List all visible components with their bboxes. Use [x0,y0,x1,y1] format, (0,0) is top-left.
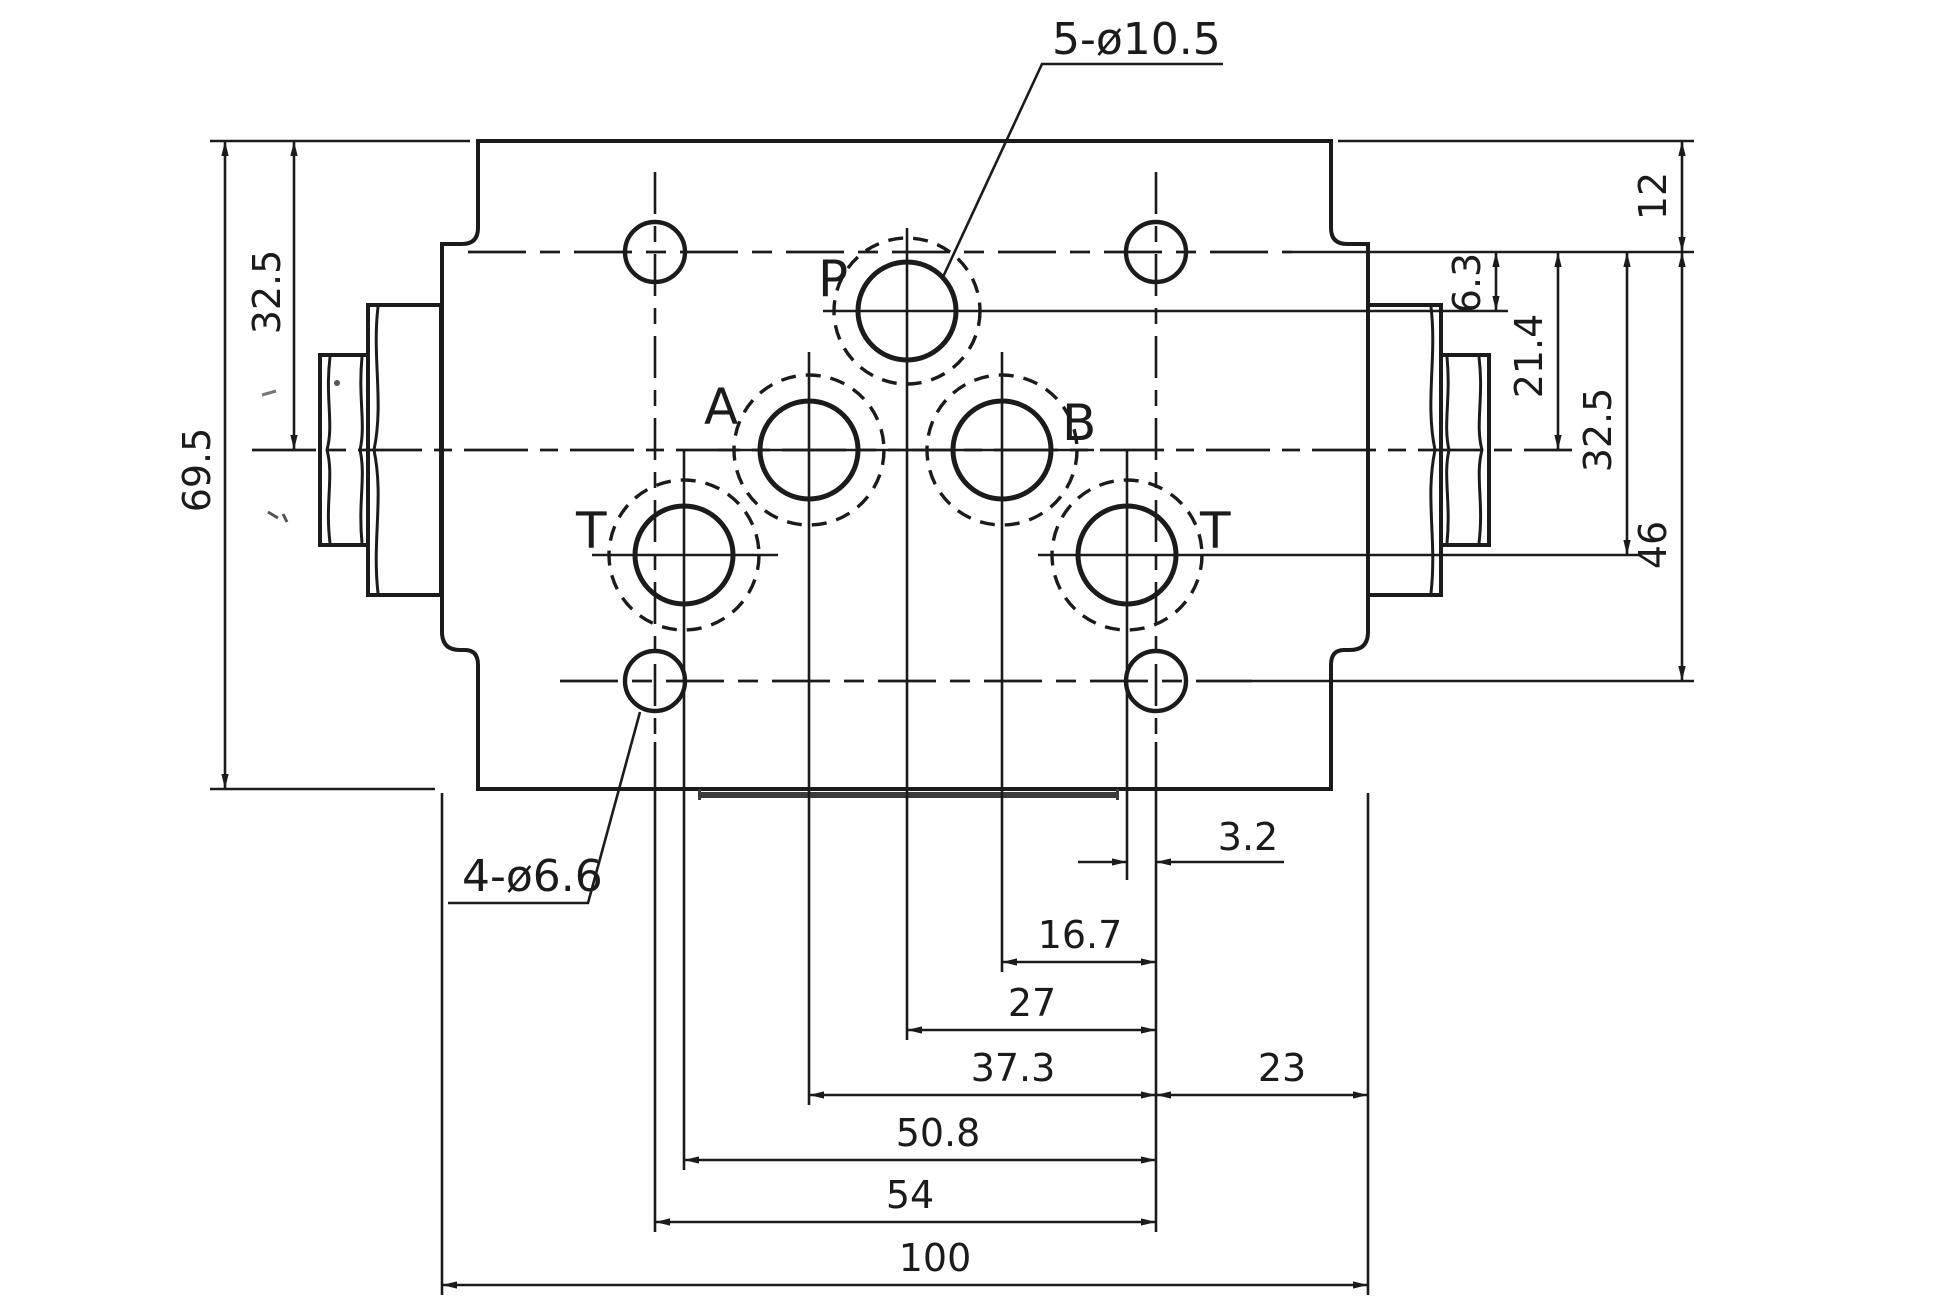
facet-line [325,356,332,544]
dim-text: 46 [1631,521,1675,569]
leader-line [941,62,1223,278]
dim-69-5: 69.5 [175,141,229,789]
port-t-right-label: T [1199,502,1231,560]
dim-23: 23 [1156,1046,1368,1099]
port-t-right-bore [1075,503,1179,607]
dim-16-7: 16.7 [1002,913,1156,966]
dim-text: 69.5 [175,428,219,513]
centerlines [252,172,1694,1170]
leader-line [448,711,642,905]
note-port-diameter: 5-ø10.5 [941,14,1223,278]
port-a-bore [757,398,861,502]
bolt-hole-top-right [1123,219,1189,285]
bolt-hole-bottom-left [622,648,688,714]
dim-text: 32.5 [1576,388,1620,473]
dim-text: 21.4 [1507,314,1551,399]
port-p-bore [855,259,959,363]
port-b-label: B [1062,394,1096,452]
scan-artifacts [261,380,340,523]
port-t-left-label: T [575,502,607,560]
port-b-bore [950,398,1054,502]
port-p-counterbore [832,236,982,386]
port-t-right-counterbore [1050,478,1204,632]
dim-text: 32.5 [245,250,289,335]
dim-text: 6.3 [1445,253,1489,313]
port-p-label: P [818,250,848,308]
note-bolt-diameter: 4-ø6.6 [448,711,642,905]
port-t-left [607,478,761,632]
port-a [732,373,886,527]
port-t-left-counterbore [607,478,761,632]
dimensions: 69.5 32.5 12 6.3 21.4 32.5 46 [175,141,1686,1289]
port-a-label: A [704,378,738,436]
facet-line [1477,356,1484,544]
port-t-right [1050,478,1204,632]
dim-6-3: 6.3 [1445,252,1500,313]
dim-50-8: 50.8 [684,1111,1156,1164]
dim-text: 50.8 [896,1111,981,1155]
dim-text: 16.7 [1038,913,1123,957]
extension-lines [210,139,1694,1295]
dim-text: 23 [1258,1046,1306,1090]
dim-37-3: 37.3 [809,1046,1156,1099]
note-text: 5-ø10.5 [1052,14,1221,65]
dim-54: 54 [655,1173,1156,1226]
port-b-counterbore [925,373,1079,527]
dim-32-5-left: 32.5 [245,141,298,450]
dim-100: 100 [442,1236,1368,1289]
port-t-left-bore [632,503,736,607]
dim-27: 27 [907,981,1156,1034]
bolt-hole-bottom-right [1123,648,1189,714]
plate-body [318,139,1491,800]
port-p [832,236,982,386]
port-b [925,373,1079,527]
dim-text: 54 [886,1173,934,1217]
dim-text: 12 [1631,172,1675,220]
port-a-counterbore [732,373,886,527]
bolt-hole-top-left [622,219,688,285]
dim-text: 27 [1008,981,1056,1025]
mounting-face-bar [698,789,1119,800]
plate-outline [440,139,1370,791]
dim-21-4: 21.4 [1507,252,1562,450]
dim-text: 37.3 [971,1046,1056,1090]
dim-text: 100 [899,1236,972,1280]
dim-text: 3.2 [1218,815,1278,859]
dim-3-2: 3.2 [1078,815,1284,866]
dim-12: 12 [1631,141,1686,252]
dim-32-5-right: 32.5 [1576,252,1631,555]
dim-46: 46 [1631,252,1686,681]
note-text: 4-ø6.6 [462,851,603,902]
